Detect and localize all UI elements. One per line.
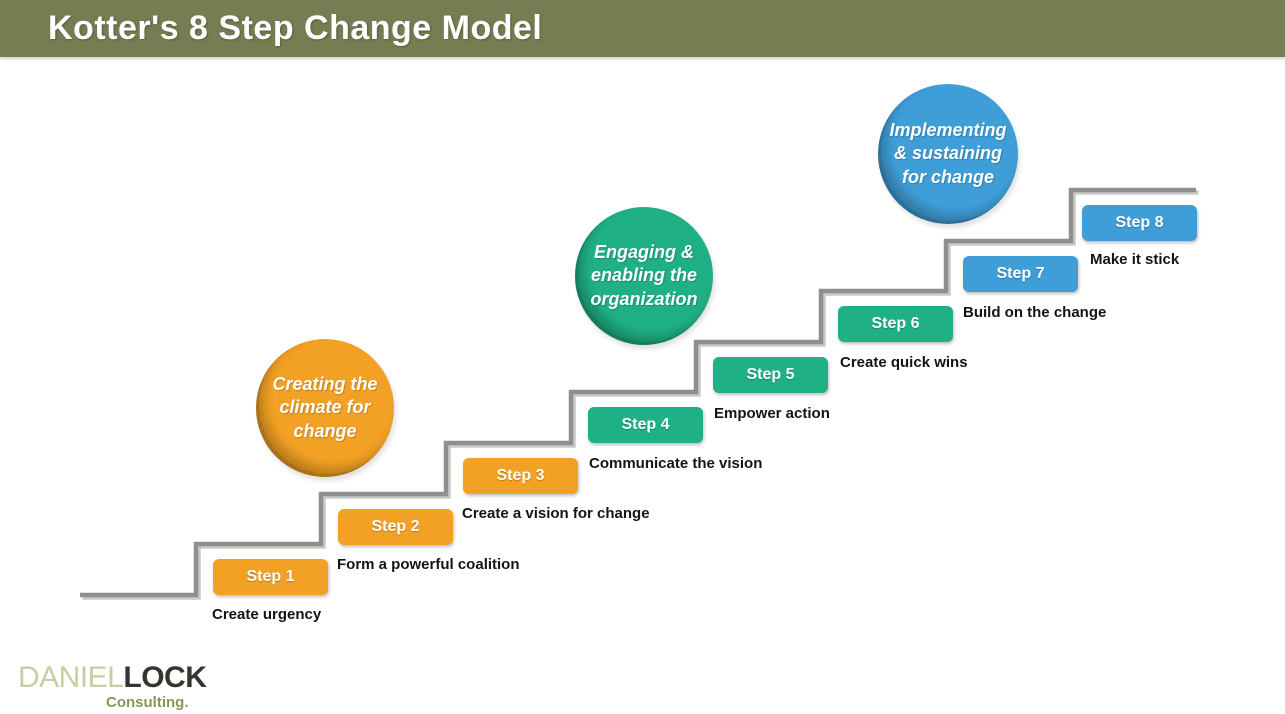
header-bar: Kotter's 8 Step Change Model [0, 0, 1285, 57]
page-title: Kotter's 8 Step Change Model [48, 9, 543, 47]
logo-name: DANIELLOCK [18, 661, 207, 694]
logo-name-daniel: DANIEL [18, 661, 124, 694]
step-4-label: Communicate the vision [589, 455, 763, 472]
step-7-label: Build on the change [963, 304, 1107, 321]
phase-circle-climate: Creating the climate for change [256, 339, 394, 477]
phase-circle-engaging: Engaging & enabling the organization [575, 207, 713, 345]
step-4-button: Step 4 [588, 407, 703, 443]
step-5-label: Empower action [714, 405, 830, 422]
daniel-lock-logo: DANIELLOCK Consulting. [18, 661, 207, 711]
step-6-button: Step 6 [838, 306, 953, 342]
logo-name-lock: LOCK [123, 661, 207, 694]
step-8-button: Step 8 [1082, 205, 1197, 241]
step-1-label: Create urgency [212, 606, 322, 623]
step-1-button: Step 1 [213, 559, 328, 595]
step-3-label: Create a vision for change [462, 505, 650, 522]
step-5-button: Step 5 [713, 357, 828, 393]
step-7-button: Step 7 [963, 256, 1078, 292]
step-6-label: Create quick wins [840, 354, 968, 371]
step-2-button: Step 2 [338, 509, 453, 545]
step-2-label: Form a powerful coalition [337, 556, 520, 573]
logo-tagline: Consulting. [106, 694, 189, 711]
step-3-button: Step 3 [463, 458, 578, 494]
phase-circle-implementing: Implementing & sustaining for change [878, 84, 1018, 224]
step-8-label: Make it stick [1090, 251, 1180, 268]
